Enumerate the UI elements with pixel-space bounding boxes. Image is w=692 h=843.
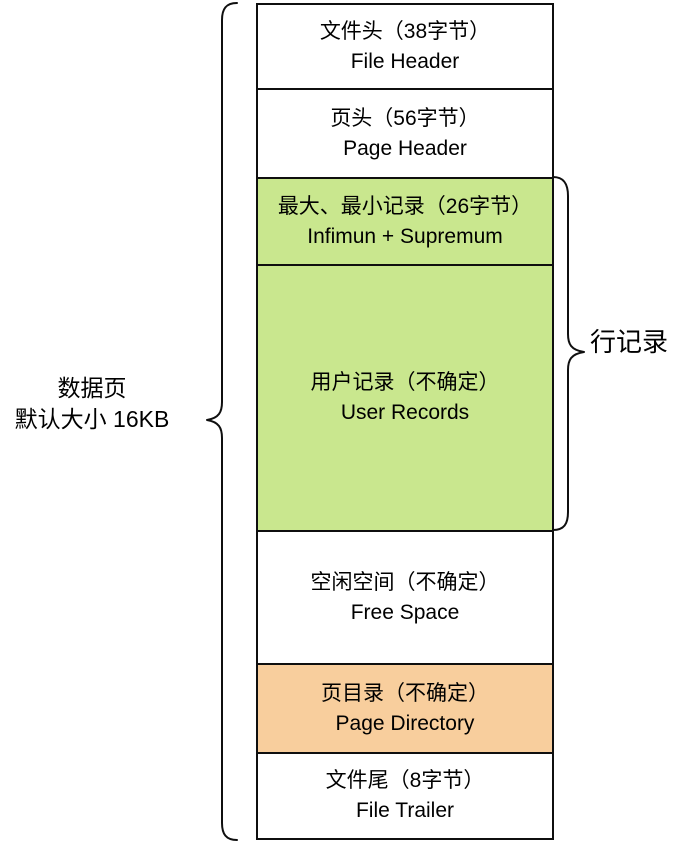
segment-infimum-supremum-en: Infimun + Supremum: [307, 224, 503, 248]
segment-file-header: 文件头（38字节） File Header: [256, 3, 554, 90]
segment-page-header-en: Page Header: [343, 136, 467, 160]
left-brace: [206, 2, 238, 841]
data-page-label-line2: 默认大小 16KB: [14, 406, 170, 432]
segment-page-directory-en: Page Directory: [335, 711, 475, 735]
data-page-label: 数据页 默认大小 16KB: [0, 373, 184, 435]
segment-free-space-en: Free Space: [350, 600, 460, 624]
right-brace: [552, 176, 585, 531]
segment-free-space-cn: 空闲空间（不确定）: [310, 570, 500, 594]
segment-file-header-cn: 文件头（38字节）: [319, 19, 491, 43]
segment-infimum-supremum-cn: 最大、最小记录（26字节）: [277, 194, 533, 218]
segment-page-header-cn: 页头（56字节）: [330, 106, 480, 130]
segment-page-directory-cn: 页目录（不确定）: [321, 681, 489, 705]
segment-page-header: 页头（56字节） Page Header: [256, 88, 554, 179]
segment-user-records-en: User Records: [340, 401, 470, 424]
segment-page-directory: 页目录（不确定） Page Directory: [256, 663, 554, 754]
segment-file-trailer-cn: 文件尾（8字节）: [325, 769, 485, 792]
data-page-label-line1: 数据页: [57, 375, 127, 401]
segment-file-header-en: File Header: [350, 49, 460, 73]
segment-infimum-supremum: 最大、最小记录（26字节） Infimun + Supremum: [256, 177, 554, 266]
segment-user-records: 用户记录（不确定） User Records: [256, 264, 554, 532]
segment-user-records-cn: 用户记录（不确定）: [310, 371, 500, 394]
segment-file-trailer-en: File Trailer: [355, 799, 455, 822]
segment-free-space: 空闲空间（不确定） Free Space: [256, 530, 554, 665]
row-records-label: 行记录: [590, 327, 669, 357]
segment-file-trailer: 文件尾（8字节） File Trailer: [256, 752, 554, 840]
